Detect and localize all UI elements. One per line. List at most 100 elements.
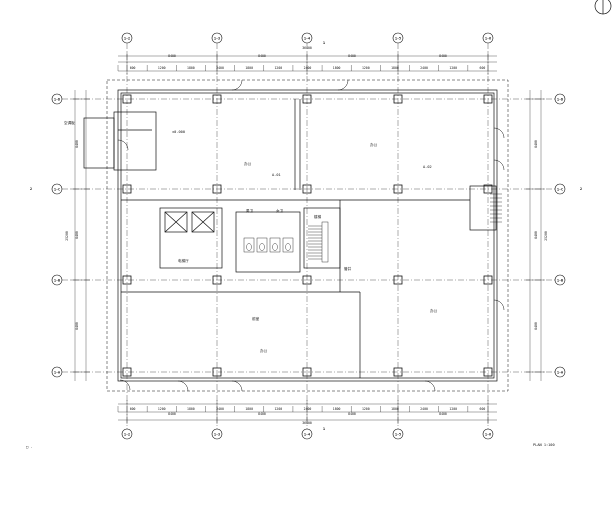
axis-label: 1-2 — [124, 432, 130, 436]
bottom-bay-dim: 8400 — [439, 412, 447, 416]
annotation: 前室 — [252, 316, 260, 321]
segment-dim: 2400 — [216, 407, 224, 411]
sheet-mark-bottom: 1 — [323, 427, 325, 431]
axis-bubbles-bottom: 1-2 1-3 1-4 1-5 1-6 — [121, 428, 494, 440]
axis-bubble: 1-5 — [392, 428, 404, 440]
segment-dim: 1200 — [275, 66, 283, 70]
level-mark: ±0.000 — [172, 130, 185, 134]
toilet-stall — [282, 237, 294, 253]
door-swing — [117, 139, 129, 151]
segment-dim: 2400 — [304, 407, 312, 411]
structure-lines — [83, 79, 509, 392]
room-label: 办公 — [244, 161, 252, 166]
section-marker-right: 2 — [580, 187, 582, 191]
axis-bubble: 1-C — [51, 183, 63, 195]
bottom-bay-dim: 8400 — [168, 412, 176, 416]
axis-label: 1-D — [54, 97, 60, 101]
left-bay-dim: 8400 — [75, 140, 79, 148]
axis-bubble: 1-4 — [301, 428, 313, 440]
room-label: 电梯厅 — [178, 258, 189, 263]
segment-dim: 1200 — [449, 66, 457, 70]
door-swing — [119, 379, 131, 391]
column — [302, 184, 312, 194]
right-bay-dim: 8400 — [534, 140, 538, 148]
left-bay-dim: 8400 — [75, 322, 79, 330]
axis-label: 1-A — [54, 370, 60, 374]
segment-dim: 600 — [130, 66, 136, 70]
entrance-lobby — [113, 111, 157, 171]
axis-grid — [62, 43, 555, 429]
axis-label: 1-3 — [214, 432, 220, 436]
door-swing — [231, 380, 243, 392]
annotation: 空调板 — [64, 120, 75, 125]
door-swing — [337, 79, 349, 91]
balcony — [469, 185, 497, 231]
right-bay-dim: 8400 — [534, 231, 538, 239]
axis-bubbles-right: 1-D 1-C 1-B 1-A — [554, 93, 566, 378]
axis-bubbles-top: 1-2 1-3 1-4 1-5 1-6 — [121, 32, 494, 44]
annotation: 管井 — [344, 266, 352, 271]
elevator-shaft — [191, 211, 215, 233]
segment-dim: 1200 — [362, 66, 370, 70]
axis-label: 1-C — [54, 187, 60, 191]
room-label: 女卫 — [276, 208, 284, 213]
left-overall-dim: 25200 — [65, 231, 69, 241]
segment-dim: 1800 — [245, 66, 253, 70]
axis-bubble: 1-A — [51, 366, 63, 378]
segment-dim: 1200 — [158, 407, 166, 411]
elevator-core — [159, 207, 223, 269]
axis-label: 1-4 — [304, 36, 310, 40]
axis-bubble: 1-4 — [301, 32, 313, 44]
corner-note: □ . — [26, 445, 33, 449]
right-overall-dim: 25200 — [544, 231, 548, 241]
toilet-fixture — [272, 243, 278, 251]
toilet-stall — [269, 237, 281, 253]
top-bay-dim: 8400 — [168, 54, 176, 58]
segment-dim: 1800 — [391, 66, 399, 70]
annotation: A-02 — [423, 165, 432, 169]
room-label: 办公 — [430, 308, 438, 313]
axis-bubble: 1-A — [554, 366, 566, 378]
axis-bubble: 1-2 — [121, 32, 133, 44]
room-label: 办公 — [370, 142, 378, 147]
bottom-bay-dim: 8400 — [348, 412, 356, 416]
top-overall-dim: 36400 — [302, 46, 312, 50]
axis-label: 1-B — [54, 278, 60, 282]
exterior-wall — [117, 89, 498, 382]
top-bay-dim: 8400 — [258, 54, 266, 58]
axis-label: 1-5 — [395, 36, 401, 40]
room-label: 办公 — [260, 348, 268, 353]
axis-bubble: 1-B — [554, 274, 566, 286]
toilet-stall — [256, 237, 268, 253]
axis-bubble: 1-2 — [121, 428, 133, 440]
segment-dim: 2400 — [304, 66, 312, 70]
roof-overhang — [106, 79, 509, 392]
bottom-bay-dim: 8400 — [258, 412, 266, 416]
top-bay-dim: 8400 — [348, 54, 356, 58]
axis-bubble: 1-6 — [482, 32, 494, 44]
exterior-wall-inner — [120, 92, 495, 379]
room-label: 楼梯 — [314, 214, 322, 219]
toilet-block — [235, 211, 301, 273]
segment-dim: 2400 — [420, 407, 428, 411]
axis-bubble: 1-3 — [211, 32, 223, 44]
segment-dim: 2400 — [420, 66, 428, 70]
axis-bubble: 1-6 — [482, 428, 494, 440]
segment-dim: 1800 — [187, 66, 195, 70]
elevator-shaft — [164, 211, 188, 233]
axis-label: 1-A — [557, 370, 563, 374]
axis-label: 1-C — [557, 187, 563, 191]
room-label: 男卫 — [246, 208, 254, 213]
toilet-stall — [243, 237, 255, 253]
axis-label: 1-5 — [395, 432, 401, 436]
toilet-fixture — [259, 243, 265, 251]
axis-bubble: 1-D — [554, 93, 566, 105]
door-swing — [493, 159, 505, 171]
top-bay-dim: 8400 — [439, 54, 447, 58]
axis-bubble: 1-B — [51, 274, 63, 286]
axis-bubble: 1-C — [554, 183, 566, 195]
section-marker-left: 2 — [30, 187, 32, 191]
segment-dim: 1800 — [187, 407, 195, 411]
